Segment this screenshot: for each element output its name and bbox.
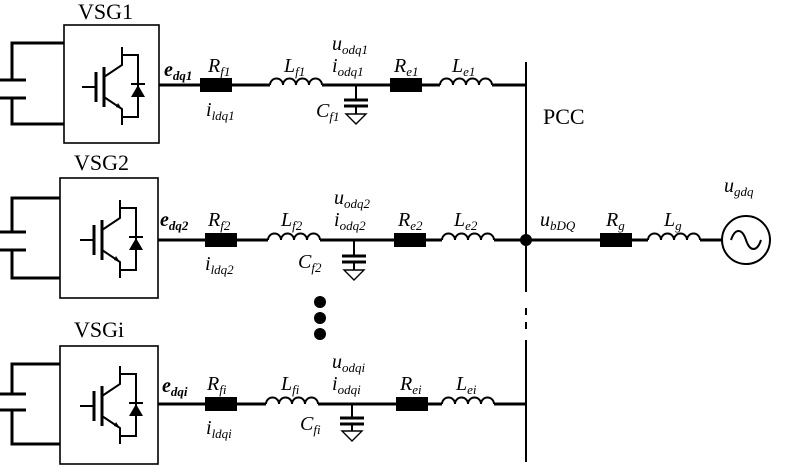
ac-source-icon <box>721 215 771 265</box>
resistor-re <box>394 233 426 247</box>
inductor-le <box>439 77 493 86</box>
dc-capacitor <box>0 362 60 446</box>
capacitor-cf <box>340 404 364 442</box>
ground-icon <box>344 113 368 125</box>
label-uo: uodqi <box>332 351 366 375</box>
label-bus-voltage: ubDQ <box>540 209 576 233</box>
inductor-le <box>441 396 495 405</box>
label-ug: ugdq <box>724 175 754 199</box>
resistor-rf <box>200 78 232 92</box>
label-lf: Lf1 <box>283 55 305 79</box>
branch-vsgi: VSGi <box>0 317 526 465</box>
inductor-lf <box>269 77 323 86</box>
pcc-label: PCC <box>543 104 585 129</box>
vsg-label: VSGi <box>74 317 124 342</box>
label-lg: Lg <box>663 209 682 233</box>
label-rf: Rf1 <box>207 55 230 79</box>
label-cf: Cf1 <box>316 100 339 124</box>
label-lf: Lfi <box>280 373 300 397</box>
resistor-re <box>396 397 428 411</box>
vsg-label: VSG1 <box>78 0 133 24</box>
label-le: Le1 <box>451 55 475 79</box>
branch-vsg1: VSG1 <box>0 0 526 144</box>
label-rg: Rg <box>605 209 625 233</box>
igbt-icon <box>80 366 143 444</box>
label-rf: Rf2 <box>207 209 231 233</box>
label-il: ildq1 <box>206 99 235 123</box>
label-re: Re1 <box>393 55 419 79</box>
label-e: edq1 <box>164 59 192 83</box>
label-re: Re2 <box>397 209 423 233</box>
resistor-rf <box>205 233 237 247</box>
label-io: iodq1 <box>332 55 364 79</box>
label-io: iodqi <box>332 373 361 397</box>
label-rf: Rfi <box>206 373 227 397</box>
inductor-lf <box>267 232 321 241</box>
capacitor-cf <box>344 85 368 125</box>
inductor-lf <box>265 396 319 405</box>
label-le: Lei <box>455 373 477 397</box>
ground-icon <box>342 269 366 281</box>
inductor-le <box>441 232 495 241</box>
igbt-icon <box>80 200 143 278</box>
capacitor-cf <box>342 240 366 281</box>
label-cf: Cf2 <box>298 251 322 275</box>
vsg-label: VSG2 <box>74 150 129 175</box>
resistor-rf <box>205 397 237 411</box>
igbt-icon <box>82 47 145 125</box>
label-uo: uodq1 <box>332 33 368 57</box>
inductor-lg <box>647 232 701 241</box>
vsg-block <box>59 345 159 465</box>
branch-vsg2: VSG2 <box>0 150 526 299</box>
resistor-re <box>390 78 422 92</box>
label-cf: Cfi <box>300 413 321 437</box>
label-e: edq2 <box>160 209 189 233</box>
label-uo: uodq2 <box>334 187 371 211</box>
label-le: Le2 <box>453 209 478 233</box>
label-re: Rei <box>399 373 422 397</box>
label-il: ildq2 <box>205 253 234 277</box>
label-io: iodq2 <box>334 209 366 233</box>
label-il: ildqi <box>206 417 232 441</box>
label-e: edqi <box>162 375 188 399</box>
ellipsis-dots <box>314 296 326 340</box>
resistor-rg <box>600 233 632 247</box>
dc-capacitor <box>0 41 64 126</box>
dc-capacitor <box>0 196 60 280</box>
ground-icon <box>340 430 364 442</box>
label-lf: Lf2 <box>280 209 303 233</box>
vsg-block <box>59 177 159 299</box>
